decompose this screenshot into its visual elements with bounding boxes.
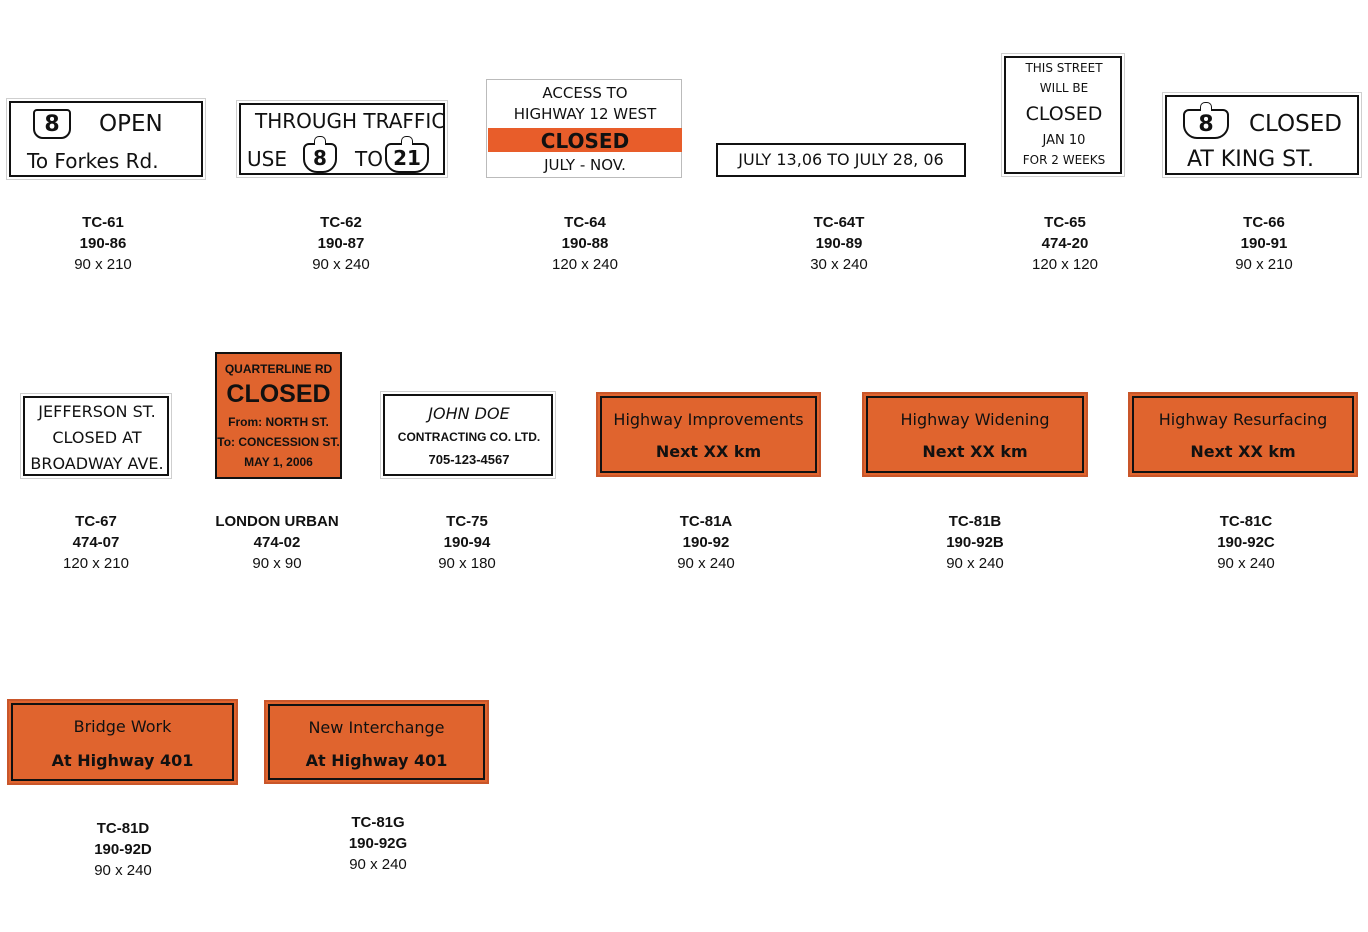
sign-text-message: Highway Widening (900, 410, 1050, 429)
sign-text-phone: 705-123-4567 (428, 452, 510, 467)
sign-tc-66: 8 CLOSED AT KING ST. (1162, 92, 1362, 178)
sign-text-closed: CLOSED (540, 129, 630, 153)
sign-text-use: USE (247, 147, 287, 171)
sign-text-john-doe: JOHN DOE (428, 404, 510, 423)
sign-tc-65: THIS STREET WILL BE CLOSED JAN 10 FOR 2 … (1001, 53, 1125, 177)
sign-tc-67: JEFFERSON ST. CLOSED AT BROADWAY AVE. (20, 393, 172, 479)
sign-text-through-traffic: THROUGH TRAFFIC (255, 109, 446, 133)
sign-text-this-street: THIS STREET (1025, 61, 1103, 75)
highway-shield-icon: 8 (303, 136, 337, 173)
sign-text-months: JULY - NOV. (544, 156, 626, 174)
sign-text-access: ACCESS TO (542, 84, 628, 102)
sign-tc-61: 8 OPEN To Forkes Rd. (6, 98, 206, 180)
sign-text-closed: CLOSED (226, 380, 331, 408)
sign-text-from: From: NORTH ST. (228, 415, 329, 429)
sign-text-distance: Next XX km (1190, 442, 1296, 461)
sign-text-to: TO (355, 147, 383, 171)
sign-text-duration: FOR 2 WEEKS (1022, 153, 1106, 167)
sign-text-jefferson: JEFFERSON ST. (38, 402, 156, 421)
sign-tc-81a: Highway Improvements Next XX km (596, 392, 821, 477)
sign-tc-81b: Highway Widening Next XX km (862, 392, 1088, 477)
sign-text-at-king: AT KING ST. (1187, 147, 1314, 172)
sign-text-destination: To Forkes Rd. (27, 149, 159, 173)
sign-text-to: To: CONCESSION ST. (217, 435, 340, 449)
sign-tc-81c: Highway Resurfacing Next XX km (1128, 392, 1358, 477)
highway-shield-icon: 8 (33, 109, 71, 139)
sign-text-jan: JAN 10 (1042, 133, 1086, 148)
sign-text-message: Bridge Work (73, 717, 172, 736)
sign-london-urban: QUARTERLINE RD CLOSED From: NORTH ST. To… (215, 352, 342, 479)
sign-text-date: MAY 1, 2006 (244, 455, 313, 469)
sign-tc-62: THROUGH TRAFFIC USE 8 TO 21 (236, 100, 448, 178)
sign-text-distance: Next XX km (655, 442, 762, 461)
highway-shield-icon: 21 (385, 136, 429, 173)
sign-text-dates: JULY 13,06 TO JULY 28, 06 (738, 150, 944, 169)
sign-text-broadway: BROADWAY AVE. (30, 454, 164, 473)
sign-text-message: Highway Improvements (613, 410, 804, 429)
sign-text-location: At Highway 401 (51, 751, 194, 770)
sign-tc-75: JOHN DOE CONTRACTING CO. LTD. 705-123-45… (380, 391, 556, 479)
sign-text-will-be: WILL BE (1039, 81, 1089, 95)
sign-tc-81g: New Interchange At Highway 401 (264, 700, 489, 784)
sign-text-open: OPEN (99, 111, 163, 137)
highway-shield-icon: 8 (1183, 102, 1229, 139)
sign-text-closed-at: CLOSED AT (52, 428, 142, 447)
sign-text-message: New Interchange (308, 718, 445, 737)
sign-tc-81d: Bridge Work At Highway 401 (7, 699, 238, 785)
sign-text-distance: Next XX km (922, 442, 1028, 461)
sign-text-quarterline: QUARTERLINE RD (224, 362, 333, 376)
sign-text-closed: CLOSED (1025, 103, 1103, 125)
sign-text-highway: HIGHWAY 12 WEST (513, 105, 657, 123)
sign-text-company: CONTRACTING CO. LTD. (397, 430, 541, 444)
sign-tc-64: ACCESS TO HIGHWAY 12 WEST CLOSED JULY - … (486, 79, 682, 178)
closed-band (488, 128, 682, 152)
sign-text-closed: CLOSED (1249, 111, 1342, 137)
sign-text-message: Highway Resurfacing (1158, 410, 1328, 429)
sign-text-location: At Highway 401 (305, 751, 448, 770)
sign-tc-64t: JULY 13,06 TO JULY 28, 06 (716, 143, 966, 177)
